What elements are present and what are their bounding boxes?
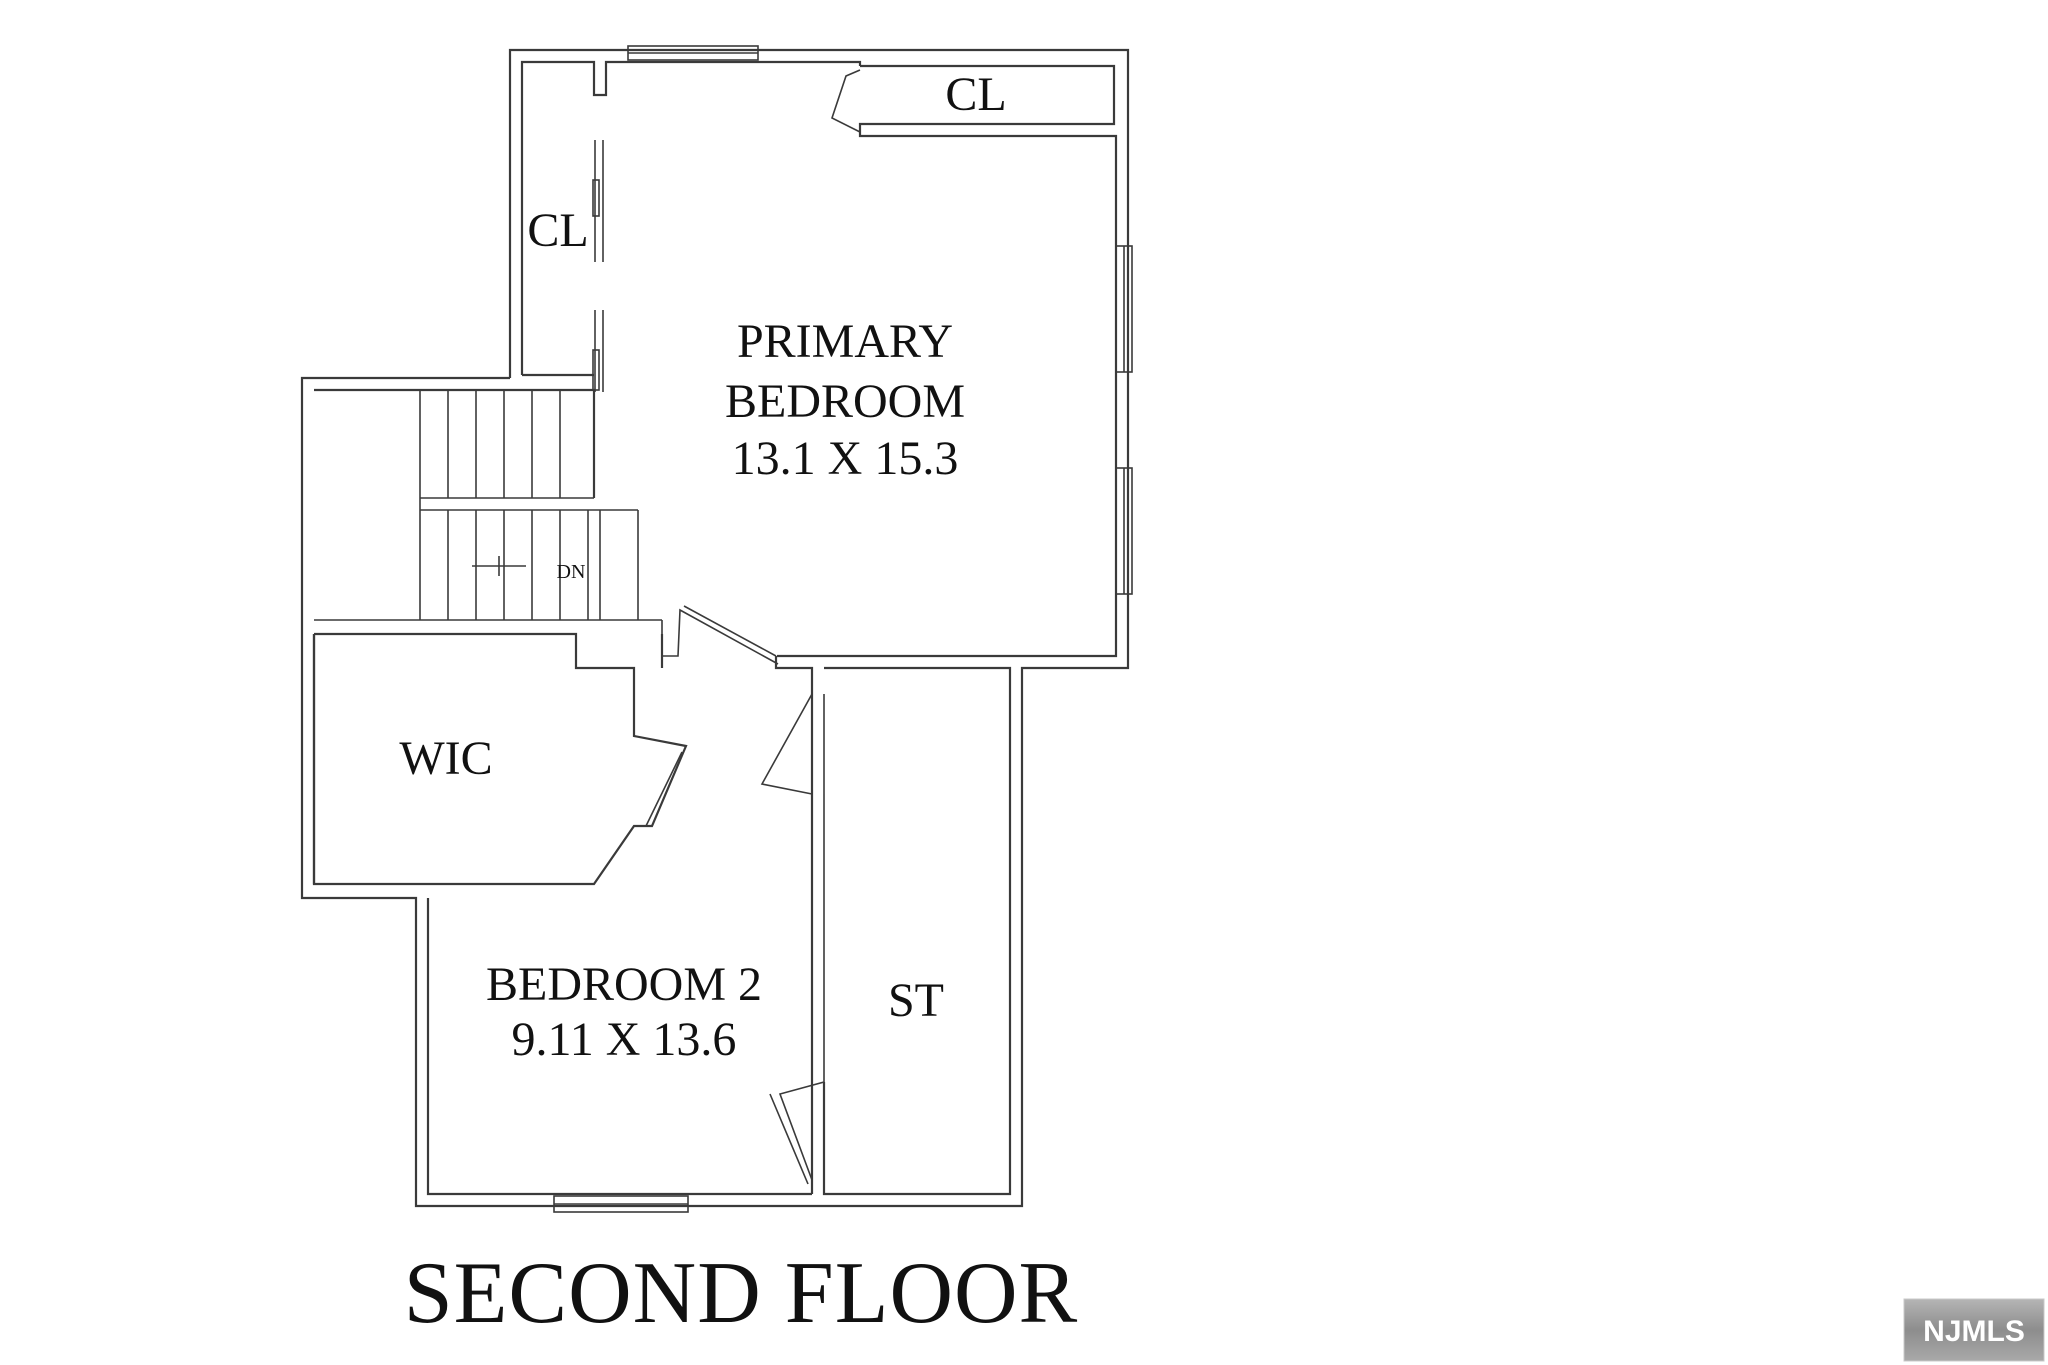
closet-left-label: CL (527, 204, 588, 257)
stairs (314, 388, 662, 621)
wic-walls (312, 632, 688, 886)
floor-title: SECOND FLOOR (404, 1245, 1079, 1342)
primary-bedroom-label-line1: PRIMARY (737, 315, 953, 368)
closet-top-label: CL (945, 68, 1006, 121)
stairs-dn-label: DN (557, 561, 586, 583)
njmls-logo-text: NJMLS (1923, 1315, 2025, 1348)
njmls-logo: NJMLS (1903, 1298, 2045, 1362)
outer-walls (300, 45, 1130, 1208)
storage-walls (760, 666, 1012, 1196)
wic-label: WIC (399, 732, 492, 785)
bedroom-2-label: BEDROOM 2 (486, 958, 762, 1011)
right-windows (1115, 245, 1133, 595)
closet-left-doors (522, 140, 604, 392)
primary-bedroom-label-line2: BEDROOM (725, 375, 965, 428)
bedroom-2-dims: 9.11 X 13.6 (512, 1013, 737, 1066)
bedroom-2-walls (426, 898, 812, 1213)
storage-label: ST (888, 974, 944, 1027)
primary-bedroom-dims: 13.1 X 15.3 (732, 432, 959, 485)
hall-doors (660, 605, 814, 694)
